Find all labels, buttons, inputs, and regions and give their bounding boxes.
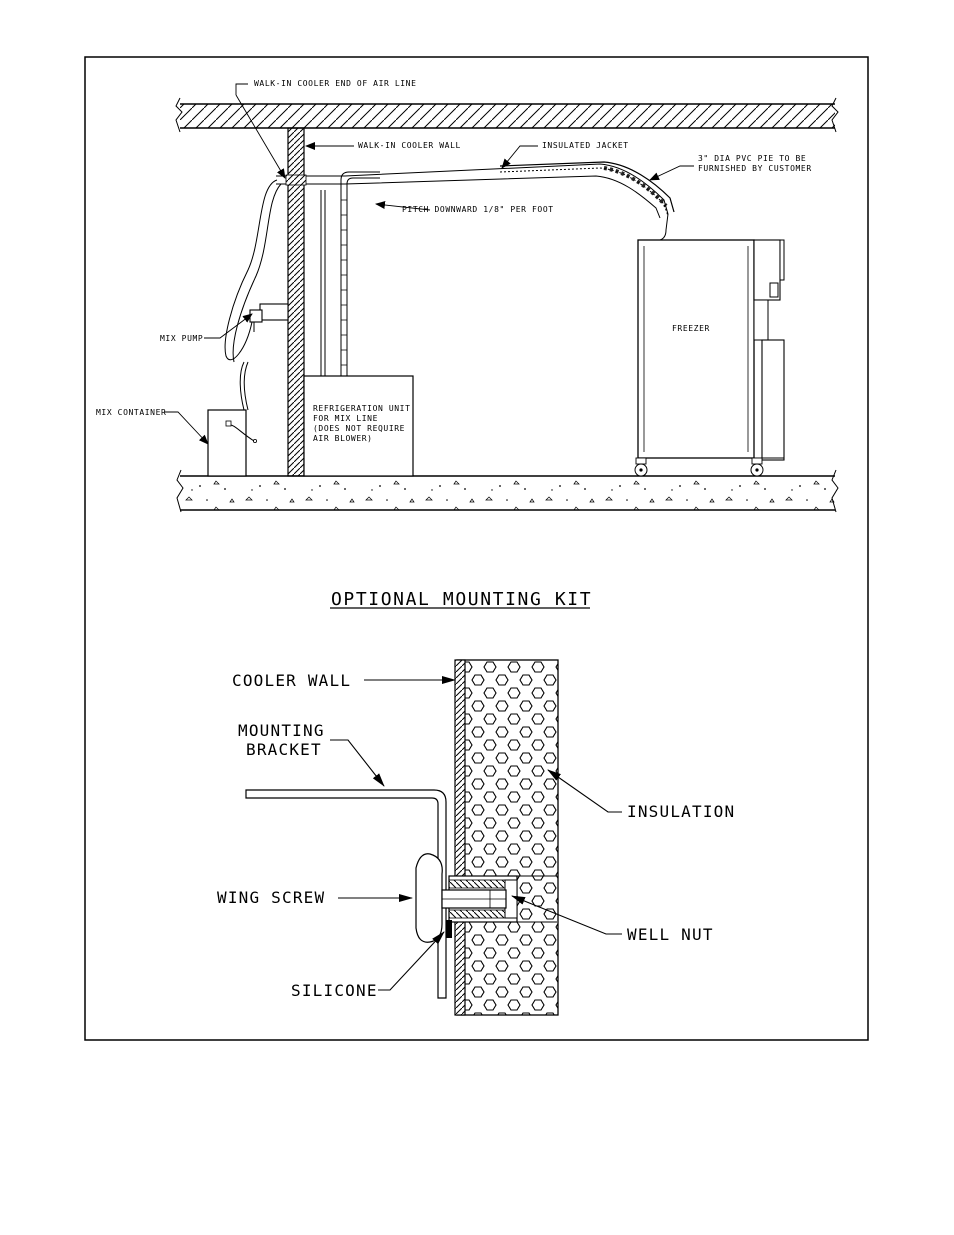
mix-container xyxy=(207,409,257,477)
insulation-panel xyxy=(456,659,559,1016)
leader-jacket xyxy=(501,145,538,169)
installation-view: WALK-IN COOLER END OF AIR LINE WALK-IN C… xyxy=(96,79,839,513)
label-kit-cooler-wall: COOLER WALL xyxy=(232,671,351,690)
air-line-tube xyxy=(224,179,278,361)
refrigeration-unit xyxy=(303,375,414,477)
freezer-casters xyxy=(634,457,764,477)
leader-mix-container xyxy=(164,411,209,445)
label-pvc-pipe-2: FURNISHED BY CUSTOMER xyxy=(698,164,812,173)
label-cooler-wall: WALK-IN COOLER WALL xyxy=(358,141,461,150)
label-insulated-jacket: INSULATED JACKET xyxy=(542,141,629,150)
label-kit-mounting-1: MOUNTING xyxy=(238,721,325,740)
label-mix-pump: MIX PUMP xyxy=(160,334,203,343)
label-refrigeration-2: FOR MIX LINE xyxy=(313,414,378,423)
label-freezer: FREEZER xyxy=(672,324,710,333)
label-air-line-end: WALK-IN COOLER END OF AIR LINE xyxy=(254,79,417,88)
leader-mounting-bracket xyxy=(330,739,385,787)
mix-pump xyxy=(249,303,289,332)
label-pvc-pipe-1: 3" DIA PVC PIE TO BE xyxy=(698,154,806,163)
floor-slab xyxy=(180,476,835,510)
freezer xyxy=(634,239,785,477)
label-kit-well-nut: WELL NUT xyxy=(627,925,714,944)
label-refrigeration-1: REFRIGERATION UNIT xyxy=(313,404,411,413)
leader-silicone xyxy=(378,931,445,991)
mounting-bracket xyxy=(245,789,447,999)
label-kit-silicone: SILICONE xyxy=(291,981,378,1000)
mounting-kit-title: OPTIONAL MOUNTING KIT xyxy=(331,589,592,610)
insulated-air-line xyxy=(344,161,675,241)
refrigeration-lines xyxy=(320,171,380,376)
label-refrigeration-4: AIR BLOWER) xyxy=(313,434,373,443)
ceiling xyxy=(180,104,835,128)
leader-mix-pump xyxy=(204,313,253,339)
leader-insulation xyxy=(547,769,622,813)
label-kit-wing-screw: WING SCREW xyxy=(217,888,325,907)
walk-in-cooler-wall xyxy=(287,127,305,477)
label-kit-mounting-2: BRACKET xyxy=(246,740,322,759)
label-refrigeration-3: (DOES NOT REQUIRE xyxy=(313,424,405,433)
mounting-kit-view: OPTIONAL MOUNTING KIT xyxy=(217,589,735,1016)
leader-well-nut xyxy=(511,895,622,935)
silicone-bead xyxy=(446,920,452,938)
label-mix-container: MIX CONTAINER xyxy=(96,408,166,417)
leader-pitch xyxy=(375,201,431,211)
label-kit-insulation: INSULATION xyxy=(627,802,735,821)
label-pitch: PITCH DOWNWARD 1/8" PER FOOT xyxy=(402,205,554,214)
leader-pvc xyxy=(649,165,694,181)
frame-border xyxy=(84,56,869,1041)
leader-air-line-end xyxy=(235,83,285,178)
wing-screw xyxy=(415,853,507,943)
